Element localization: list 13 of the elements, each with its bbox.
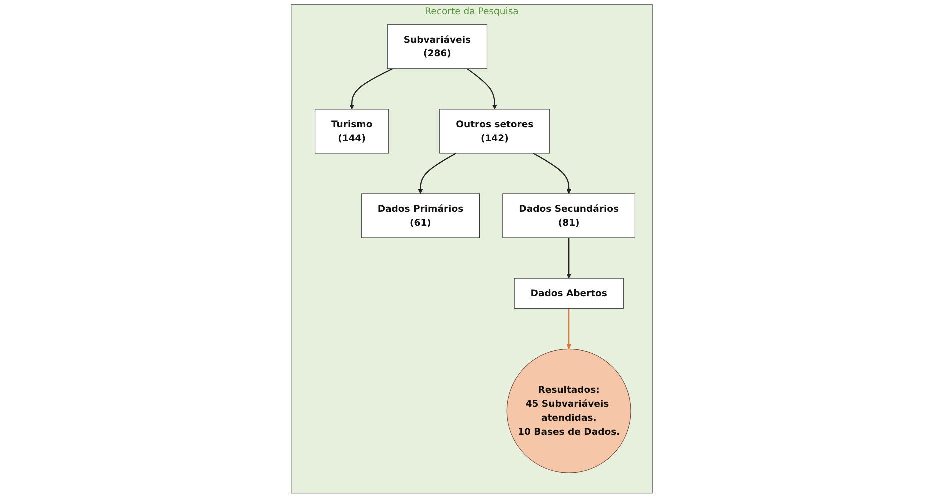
arrow [566, 308, 572, 350]
node-box: Subvariáveis (286) [387, 24, 488, 70]
arrow [467, 68, 498, 110]
arrow [350, 68, 394, 110]
node-box: Dados Secundários (81) [502, 194, 636, 238]
arrow [418, 152, 457, 194]
node-box: Dados Primários (61) [361, 194, 480, 238]
arrow [533, 152, 572, 194]
arrow [566, 238, 572, 279]
node-box: Dados Abertos [514, 278, 624, 309]
node-circle: Resultados: 45 Subvariáveis atendidas. 10 Bases de Dados. [506, 348, 632, 474]
node-box: Turismo (144) [315, 109, 390, 154]
node-box: Outros setores (142) [440, 109, 550, 154]
